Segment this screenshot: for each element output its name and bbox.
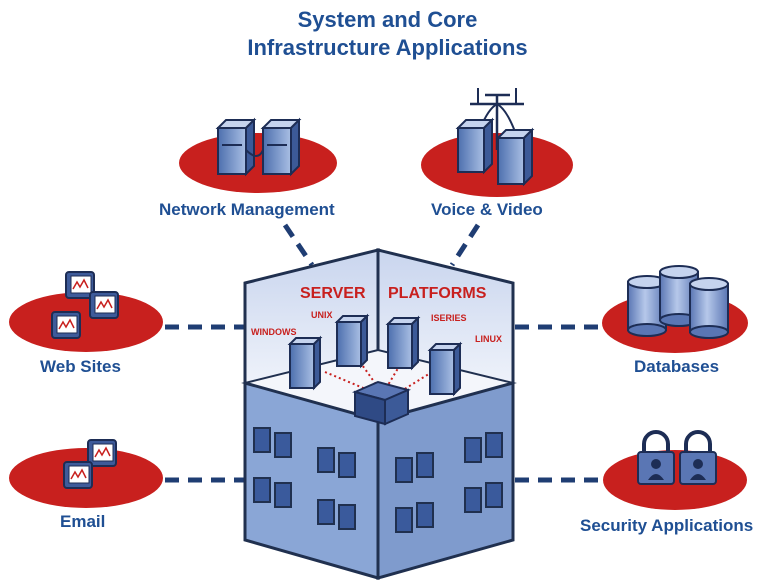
- ellipse-websites: [9, 292, 163, 352]
- label-databases: Databases: [634, 357, 720, 376]
- label-security-applications: Security Applications: [580, 516, 754, 535]
- connector-network: [282, 223, 315, 267]
- monitors-icon: [51, 271, 119, 339]
- label-platform-windows: WINDOWS: [251, 327, 297, 337]
- padlocks-icon: [637, 430, 717, 485]
- building-windows: [253, 427, 503, 533]
- label-platform-iseries: ISERIES: [431, 313, 467, 323]
- label-web-sites: Web Sites: [40, 357, 121, 376]
- platform-servers: [287, 313, 463, 426]
- label-voice-video: Voice & Video: [431, 200, 543, 219]
- diagram-title-line1: System and Core: [297, 7, 478, 32]
- hub-box: [351, 380, 412, 426]
- label-network-management: Network Management: [159, 200, 335, 219]
- connectors: [165, 223, 598, 483]
- ellipse-network: [179, 133, 337, 193]
- label-server-heading: SERVER: [300, 285, 366, 302]
- diagram-title-line2: Infrastructure Applications: [247, 35, 528, 60]
- connector-voice: [449, 223, 481, 267]
- database-cylinders-icon: [627, 265, 729, 339]
- label-email: Email: [60, 512, 106, 531]
- server-pair-icon: [215, 117, 302, 177]
- antenna-server-icon: [455, 88, 535, 187]
- label-platforms-heading: PLATFORMS: [388, 285, 487, 302]
- mail-monitors-icon: [63, 439, 117, 489]
- label-platform-unix: UNIX: [311, 310, 333, 320]
- label-platform-linux: LINUX: [475, 334, 502, 344]
